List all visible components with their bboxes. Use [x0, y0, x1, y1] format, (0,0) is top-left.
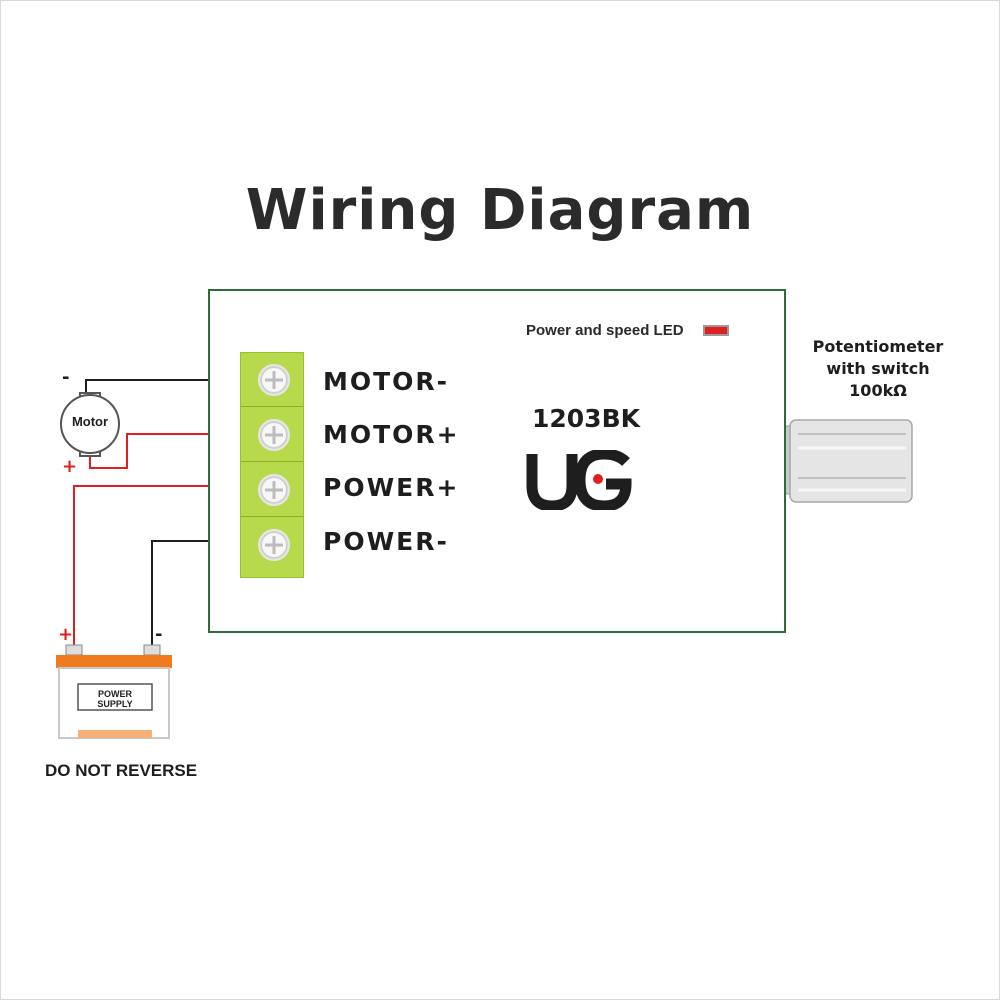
page-title: Wiring Diagram [245, 178, 755, 243]
motor-icon [60, 392, 120, 457]
wire-power-positive [73, 485, 240, 650]
battery-plus-sign: + [58, 624, 74, 645]
terminal-label-motor-negative: MOTOR- [323, 367, 450, 396]
screw-icon [258, 529, 290, 561]
logo-icon [526, 450, 632, 510]
motor-plus-sign: + [62, 456, 78, 477]
battery-minus-sign: - [155, 624, 163, 645]
led-icon [703, 325, 729, 336]
battery-icon [56, 644, 172, 739]
screw-icon [258, 364, 290, 396]
power-supply-label: POWER SUPPLY [97, 689, 133, 709]
terminal-block [240, 352, 304, 578]
terminal-slot-motor-negative [241, 353, 303, 407]
screw-icon [258, 419, 290, 451]
potentiometer-label-line2: with switch [826, 359, 930, 378]
terminal-slot-motor-positive [241, 408, 303, 462]
model-number: 1203BK [532, 404, 641, 433]
motor-minus-sign: - [62, 367, 70, 388]
warning-text: DO NOT REVERSE [45, 761, 198, 780]
potentiometer-label-line1: Potentiometer [812, 337, 944, 356]
potentiometer-label: Potentiometer with switch 100kΩ [798, 336, 958, 402]
motor-label: Motor [71, 414, 109, 429]
terminal-label-power-negative: POWER- [323, 527, 449, 556]
terminal-label-power-positive: POWER+ [323, 473, 460, 502]
terminal-slot-power-positive [241, 463, 303, 517]
terminal-label-motor-positive: MOTOR+ [323, 420, 460, 449]
terminal-slot-power-negative [241, 518, 303, 572]
potentiometer-label-line3: 100kΩ [849, 381, 907, 400]
led-label: Power and speed LED [526, 322, 684, 339]
screw-icon [258, 474, 290, 506]
wire-motor-positive [89, 433, 240, 469]
controller-board [208, 289, 786, 633]
